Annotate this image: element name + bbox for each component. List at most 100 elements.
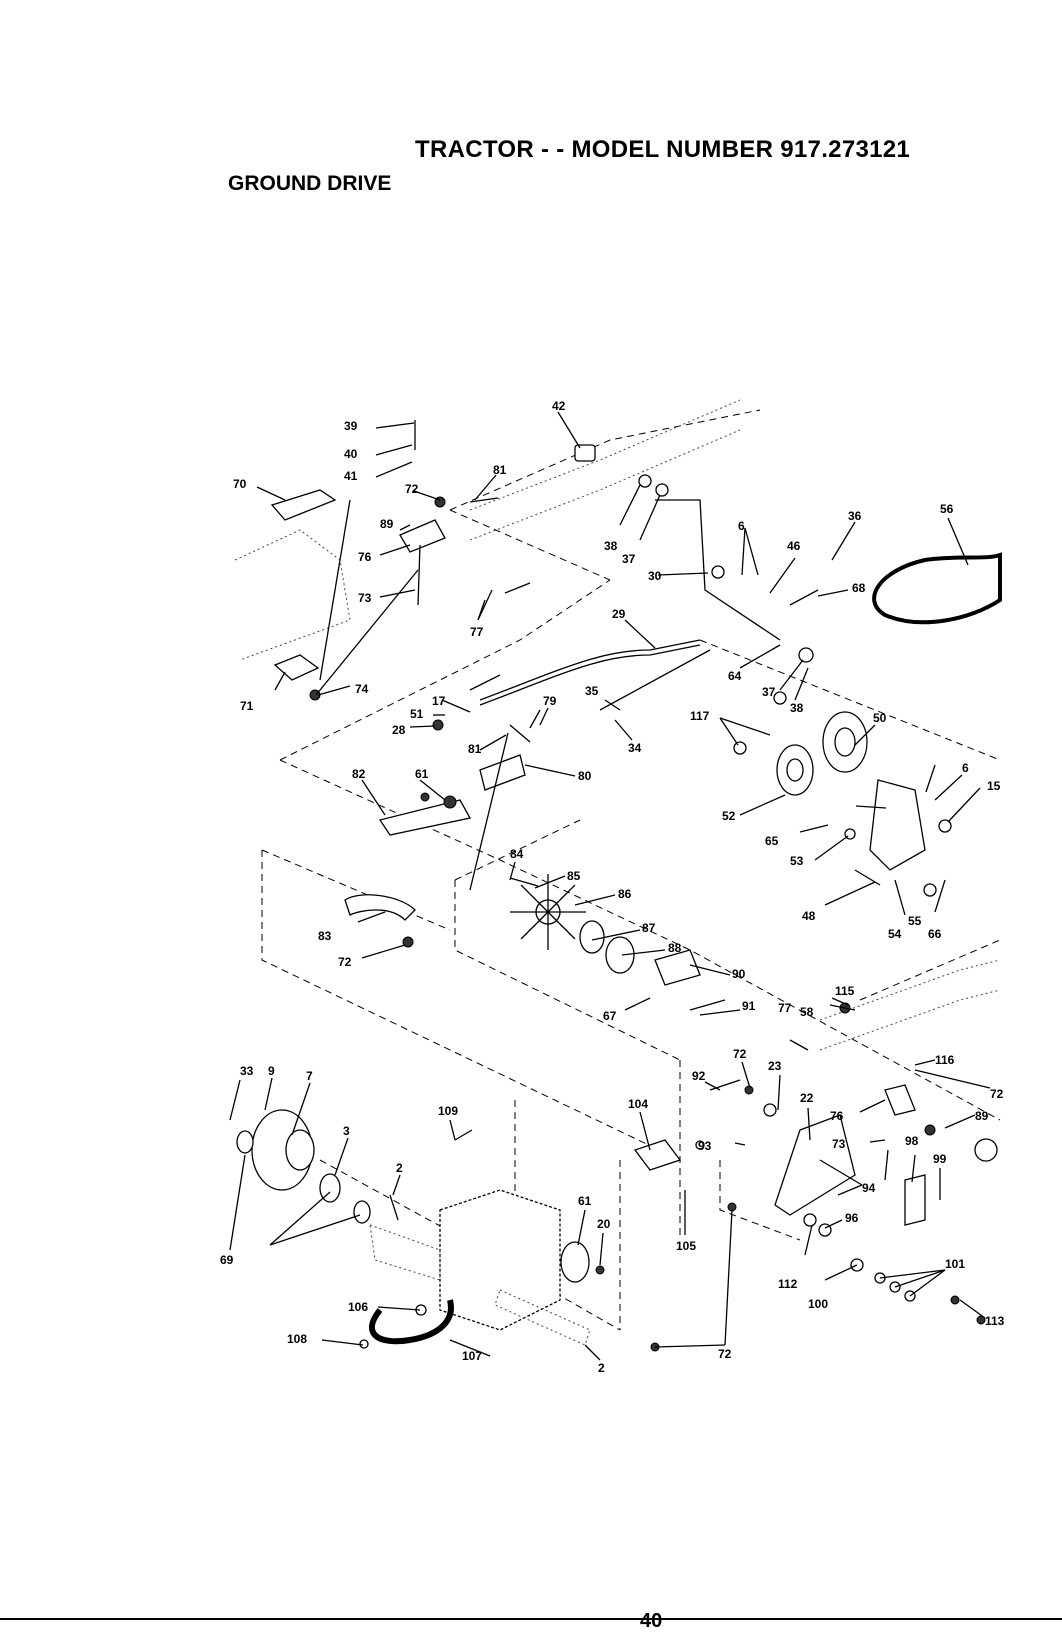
callout: 72 [405, 482, 419, 496]
fan [510, 874, 586, 950]
callout: 96 [845, 1211, 859, 1225]
callout: 73 [358, 591, 372, 605]
callout: 7 [306, 1069, 313, 1083]
callout: 84 [510, 847, 524, 861]
callout: 23 [768, 1059, 782, 1073]
callout: 22 [800, 1091, 814, 1105]
assembly-outlines [261, 409, 1001, 1331]
callout: 37 [762, 685, 776, 699]
callout: 80 [578, 769, 592, 783]
callout: 91 [742, 999, 756, 1013]
callout: 89 [380, 517, 394, 531]
callout: 64 [728, 669, 742, 683]
callout: 70 [233, 477, 247, 491]
callout: 53 [790, 854, 804, 868]
callout: 38 [604, 539, 618, 553]
callout: 52 [722, 809, 736, 823]
page-number: 40 [640, 1610, 663, 1632]
footer-rule [0, 1618, 1062, 1620]
callout: 115 [835, 984, 855, 998]
callout: 100 [808, 1297, 828, 1311]
callout: 37 [622, 552, 636, 566]
callout: 73 [832, 1137, 846, 1151]
callout: 81 [493, 463, 507, 477]
callout: 79 [543, 694, 557, 708]
callout: 104 [628, 1097, 648, 1111]
callout: 77 [470, 625, 484, 639]
callout: 61 [415, 767, 429, 781]
callout: 92 [692, 1069, 706, 1083]
callout: 108 [287, 1332, 307, 1346]
transaxle [369, 1189, 591, 1346]
callout: 30 [648, 569, 662, 583]
callout: 48 [802, 909, 816, 923]
callout: 61 [578, 1194, 592, 1208]
callout: 76 [830, 1109, 844, 1123]
callout: 72 [338, 955, 352, 969]
callout: 88 [668, 941, 682, 955]
callout: 71 [240, 699, 254, 713]
callout: 83 [318, 929, 332, 943]
callout: 46 [787, 539, 801, 553]
callout: 6 [738, 519, 745, 533]
callout: 113 [985, 1314, 1005, 1328]
callout: 106 [348, 1300, 368, 1314]
callout: 41 [344, 469, 358, 483]
callout: 105 [676, 1239, 696, 1253]
callout: 38 [790, 701, 804, 715]
page-title: TRACTOR - - MODEL NUMBER 917.273121 [415, 136, 911, 163]
callout: 72 [733, 1047, 747, 1061]
callout: 82 [352, 767, 366, 781]
callout: 68 [852, 581, 866, 595]
callout: 39 [344, 419, 358, 433]
callout: 54 [888, 927, 902, 941]
callout: 6 [962, 761, 969, 775]
callout: 98 [905, 1134, 919, 1148]
shift-rod [479, 499, 781, 711]
callout: 17 [432, 694, 446, 708]
callout: 93 [698, 1139, 712, 1153]
callout-labels: 39 40 41 42 70 72 81 89 76 73 77 71 74 3… [220, 399, 1005, 1375]
callout: 107 [462, 1349, 482, 1363]
callout: 36 [848, 509, 862, 523]
callout: 74 [355, 682, 369, 696]
callout: 90 [732, 967, 746, 981]
callout: 87 [642, 921, 656, 935]
callout: 76 [358, 550, 372, 564]
callout: 58 [800, 1005, 814, 1019]
drive-belt [872, 552, 1002, 625]
wheel-hub [236, 1109, 371, 1224]
brackets [270, 489, 926, 1226]
callout: 34 [628, 741, 642, 755]
callout: 55 [908, 914, 922, 928]
callout: 51 [410, 707, 424, 721]
callout: 86 [618, 887, 632, 901]
section-title: GROUND DRIVE [228, 172, 392, 195]
callout: 40 [344, 447, 358, 461]
callout: 9 [268, 1064, 275, 1078]
callout: 94 [862, 1181, 876, 1195]
callout: 101 [945, 1257, 965, 1271]
callout: 2 [396, 1161, 403, 1175]
callout: 117 [690, 709, 710, 723]
callout: 15 [987, 779, 1001, 793]
callout: 29 [612, 607, 626, 621]
callout: 56 [940, 502, 954, 516]
callout: 67 [603, 1009, 617, 1023]
callout: 2 [598, 1361, 605, 1375]
callout: 28 [392, 723, 406, 737]
pulleys [560, 711, 868, 1283]
callout: 42 [552, 399, 566, 413]
callout: 85 [567, 869, 581, 883]
callout: 109 [438, 1104, 458, 1118]
callout: 72 [990, 1087, 1004, 1101]
callout: 89 [975, 1109, 989, 1123]
callout: 35 [585, 684, 599, 698]
callout: 99 [933, 1152, 947, 1166]
callout: 112 [778, 1277, 798, 1291]
callout: 33 [240, 1064, 254, 1078]
leader-lines [229, 411, 991, 1361]
callout: 77 [778, 1001, 792, 1015]
hardware [309, 420, 998, 1352]
